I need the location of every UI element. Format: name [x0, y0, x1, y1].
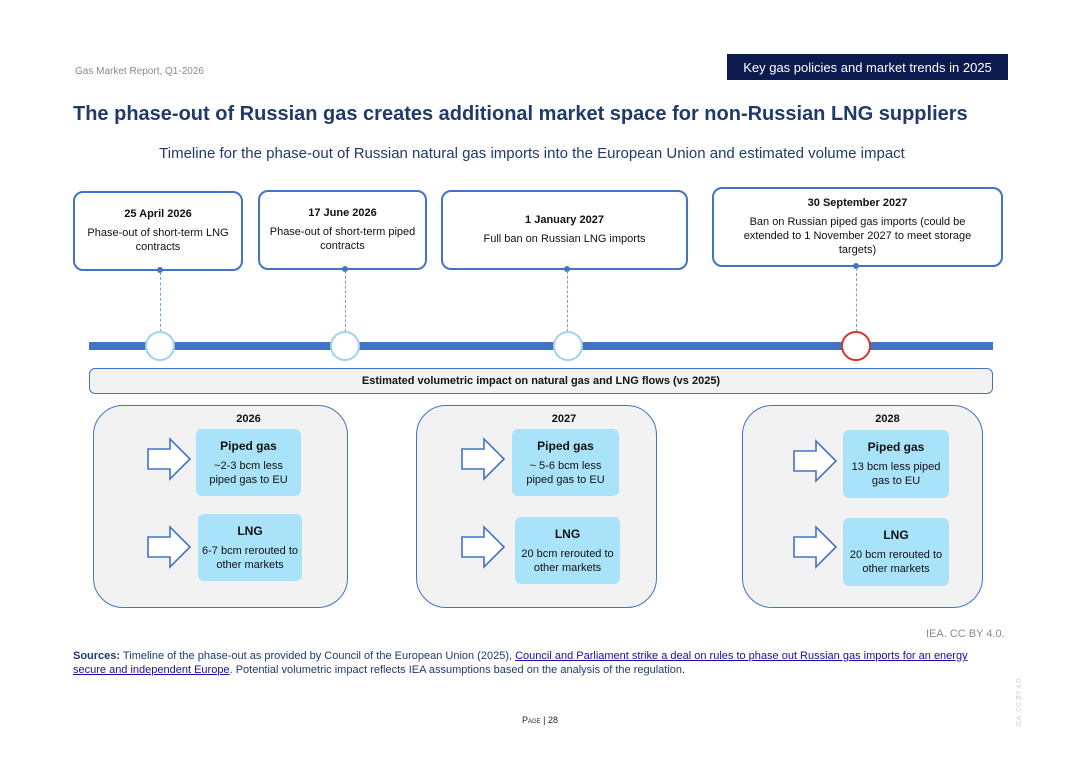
- arrow-right-icon: [461, 437, 506, 481]
- lng-card: LNG 20 bcm rerouted to other markets: [843, 518, 949, 586]
- year-label: 2028: [875, 413, 900, 425]
- connector-dot: [853, 263, 859, 269]
- event-date: 17 June 2026: [308, 207, 377, 219]
- sources-label: Sources:: [73, 650, 121, 662]
- card-text: 13 bcm less piped gas to EU: [851, 461, 941, 487]
- timeline-marker: [553, 331, 583, 361]
- page-label: Page: [521, 715, 541, 725]
- connector-dot: [564, 266, 570, 272]
- arrow-right-icon: [793, 439, 838, 483]
- year-label: 2026: [236, 413, 261, 425]
- event-date: 1 January 2027: [525, 214, 604, 226]
- event-description: Ban on Russian piped gas imports (could …: [743, 216, 972, 256]
- sources-text: Timeline of the phase-out as provided by…: [120, 650, 516, 662]
- piped-gas-card: Piped gas ~ 5-6 bcm less piped gas to EU: [512, 429, 619, 496]
- event-description: Phase-out of short-term piped contracts: [269, 226, 416, 252]
- page-number-value: 28: [548, 715, 559, 725]
- section-banner: Key gas policies and market trends in 20…: [727, 54, 1008, 80]
- arrow-right-icon: [461, 525, 506, 569]
- piped-gas-card: Piped gas ~2-3 bcm less piped gas to EU: [196, 429, 301, 496]
- dashed-connector: [567, 271, 568, 332]
- timeline-bar: [89, 342, 993, 350]
- card-title: Piped gas: [537, 438, 594, 453]
- lng-card: LNG 20 bcm rerouted to other markets: [515, 517, 620, 584]
- page-number: Page | 28: [0, 715, 1080, 725]
- event-description: Phase-out of short-term LNG contracts: [87, 227, 229, 253]
- license-note: IEA. CC BY 4.0.: [926, 628, 1005, 640]
- timeline-marker-final: [841, 331, 871, 361]
- arrow-right-icon: [147, 525, 192, 569]
- event-box-4: 30 September 2027 Ban on Russian piped g…: [712, 187, 1003, 267]
- card-title: Piped gas: [867, 440, 925, 454]
- timeline-marker: [330, 331, 360, 361]
- event-date: 25 April 2026: [124, 208, 192, 220]
- card-text: ~ 5-6 bcm less piped gas to EU: [526, 459, 605, 486]
- page-title: The phase-out of Russian gas creates add…: [73, 103, 968, 125]
- report-label: Gas Market Report, Q1-2026: [75, 66, 204, 77]
- event-description: Full ban on Russian LNG imports: [483, 233, 646, 245]
- side-license: IEA. CC BY 4.0.: [1016, 676, 1023, 727]
- event-box-1: 25 April 2026 Phase-out of short-term LN…: [73, 191, 243, 271]
- impact-header: Estimated volumetric impact on natural g…: [89, 368, 993, 394]
- card-text: 20 bcm rerouted to other markets: [521, 547, 614, 574]
- sources-text: . Potential volumetric impact reflects I…: [229, 664, 686, 676]
- sources-link[interactable]: Council and Parliament strike a deal on …: [73, 650, 968, 676]
- timeline-marker: [145, 331, 175, 361]
- card-title: LNG: [883, 528, 909, 542]
- year-label: 2027: [551, 413, 577, 425]
- card-text: 6-7 bcm rerouted to other markets: [202, 544, 298, 571]
- connector-dot: [157, 267, 163, 273]
- card-text: 20 bcm rerouted to other markets: [849, 549, 943, 575]
- card-title: LNG: [554, 526, 581, 541]
- event-box-2: 17 June 2026 Phase-out of short-term pip…: [258, 190, 427, 270]
- event-box-3: 1 January 2027 Full ban on Russian LNG i…: [441, 190, 688, 270]
- page-separator: |: [540, 715, 548, 725]
- arrow-right-icon: [793, 525, 838, 569]
- card-text: ~2-3 bcm less piped gas to EU: [209, 459, 288, 486]
- arrow-right-icon: [147, 437, 192, 481]
- dashed-connector: [856, 268, 857, 332]
- piped-gas-card: Piped gas 13 bcm less piped gas to EU: [843, 430, 949, 498]
- card-title: LNG: [237, 523, 263, 538]
- connector-dot: [342, 266, 348, 272]
- lng-card: LNG 6-7 bcm rerouted to other markets: [198, 514, 302, 581]
- card-title: Piped gas: [220, 438, 277, 453]
- dashed-connector: [160, 272, 161, 332]
- event-date: 30 September 2027: [807, 197, 908, 209]
- dashed-connector: [345, 271, 346, 332]
- page-subtitle: Timeline for the phase-out of Russian na…: [159, 145, 905, 162]
- sources-note: Sources: Timeline of the phase-out as pr…: [73, 649, 983, 677]
